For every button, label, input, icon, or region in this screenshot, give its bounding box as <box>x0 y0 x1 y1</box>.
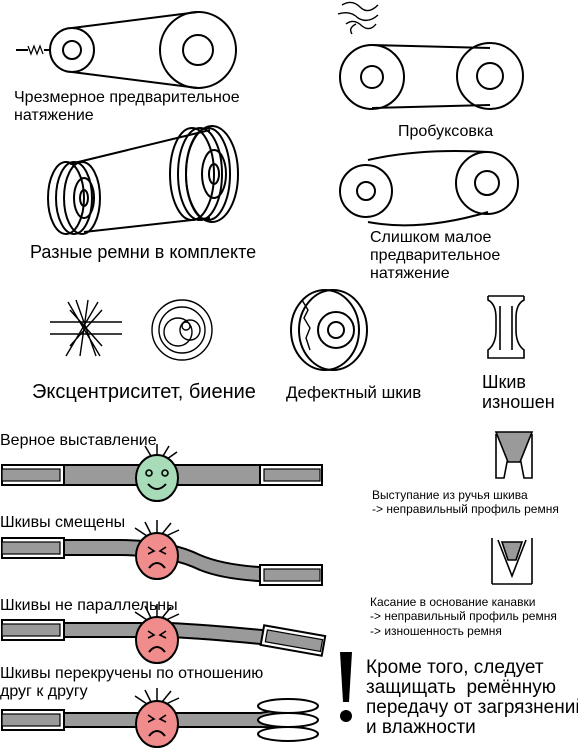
sad-face-icon <box>135 520 179 579</box>
slipping-drawing <box>338 2 523 109</box>
label-worn-pulley: Шкив изношен <box>482 372 555 412</box>
exclamation-icon <box>340 652 352 722</box>
defective-pulley-drawing <box>291 290 367 370</box>
label-undertension: Слишком малое предварительное натяжение <box>370 229 500 283</box>
label-protect-note: Кроме того, следует защищать ремённую пе… <box>366 658 578 738</box>
bottom-contact-groove-drawing <box>492 538 532 584</box>
correct-alignment-drawing <box>2 444 322 501</box>
label-defective-pulley: Дефектный шкив <box>286 383 421 402</box>
worn-pulley-drawing <box>488 296 524 358</box>
protrusion-groove-drawing <box>496 432 532 478</box>
mixed-belts-drawing <box>48 126 238 234</box>
label-mixed-belts: Разные ремни в комплекте <box>30 242 256 262</box>
label-offset: Шкивы смещены <box>0 514 125 532</box>
label-correct-alignment: Верное выставление <box>0 432 157 450</box>
happy-face-icon <box>136 444 178 501</box>
label-protrusion: Выступание из ручья шкива -> неправильны… <box>372 488 559 517</box>
overtension-drawing <box>16 12 236 88</box>
eccentricity-drawing <box>50 300 212 360</box>
label-not-parallel: Шкивы не параллельны <box>0 597 178 615</box>
label-overtension: Чрезмерное предварительное натяжение <box>14 89 240 125</box>
undertension-drawing <box>340 151 518 225</box>
label-eccentricity: Эксцентриситет, биение <box>32 381 256 403</box>
label-bottom-contact: Касание в основание канавки -> неправиль… <box>370 595 557 638</box>
label-twisted: Шкивы перекручены по отношению друг к др… <box>0 665 263 701</box>
label-slipping: Пробуксовка <box>398 123 493 141</box>
